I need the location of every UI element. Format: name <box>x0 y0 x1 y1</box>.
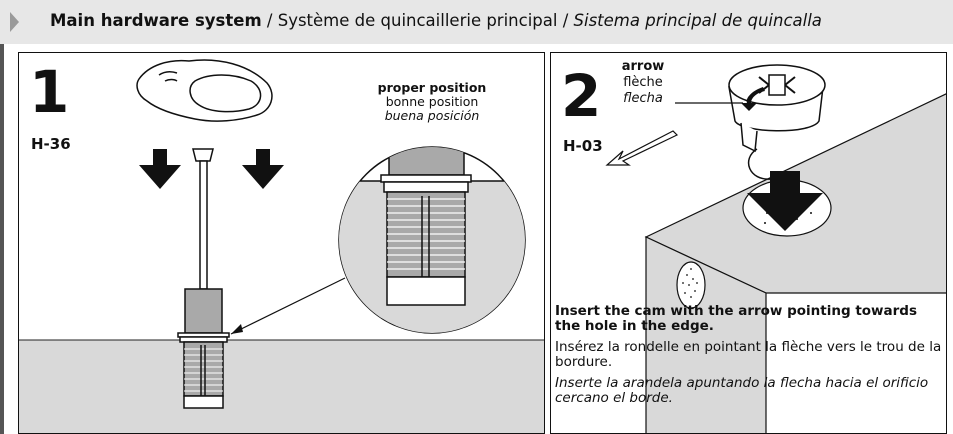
title-es: Sistema principal de quincalla <box>573 11 822 30</box>
step-2-instructions: Insert the cam with the arrow pointing t… <box>555 304 943 405</box>
section-header: Main hardware system / Système de quinca… <box>0 0 953 44</box>
step-1-illustration <box>19 59 544 433</box>
arrow-label: arrow flèche flecha <box>603 59 683 107</box>
callout-fr: bonne position <box>385 94 479 109</box>
instruction-es: Inserte la arandela apuntando la flecha … <box>555 375 929 406</box>
finger-icon <box>136 59 273 122</box>
title-fr: Système de quincaillerie principal <box>277 11 558 30</box>
edge-hole <box>676 261 706 309</box>
step-1-panel: 1 H-36 proper position bonne position bu… <box>18 52 545 434</box>
magnified-detail <box>339 147 525 333</box>
section-marker-icon <box>10 12 19 32</box>
cam-direction-arrow-icon <box>741 87 765 111</box>
arrow-fr: flèche <box>623 75 663 90</box>
step-1-number: 1 <box>29 58 69 126</box>
step-2-panel: 2 H-03 arrow flèche flecha Insert the ca… <box>550 52 947 434</box>
callout-es: buena posición <box>384 108 480 123</box>
board-edge-face <box>645 236 767 433</box>
callout-en: proper position <box>377 80 487 95</box>
instruction-en: Insert the cam with the arrow pointing t… <box>555 303 917 334</box>
step-2-illustration <box>605 64 946 433</box>
board-surface <box>19 340 544 433</box>
callout-arrowhead <box>231 324 243 334</box>
title-sep-2: / <box>557 11 574 30</box>
push-arrow-icon <box>242 149 284 189</box>
step-1-part-code: H-36 <box>31 135 71 153</box>
section-title: Main hardware system / Système de quinca… <box>50 11 822 30</box>
page-edge-bar <box>0 44 4 434</box>
push-arrow-icon <box>139 149 181 189</box>
title-sep-1: / <box>261 11 278 30</box>
dowel-fitting <box>177 148 230 409</box>
instruction-fr: Insérez la rondelle en pointant la flèch… <box>555 339 942 370</box>
step-2-part-code: H-03 <box>563 137 603 155</box>
title-en: Main hardware system <box>50 11 262 30</box>
proper-position-label: proper position bonne position buena pos… <box>357 81 507 123</box>
step-2-number: 2 <box>561 62 601 130</box>
arrow-en: arrow <box>621 59 665 74</box>
insert-arrow-icon <box>747 171 823 231</box>
callout-leader-line <box>230 277 346 335</box>
arrow-es: flecha <box>623 91 663 106</box>
direction-arrow-icon <box>605 130 679 166</box>
